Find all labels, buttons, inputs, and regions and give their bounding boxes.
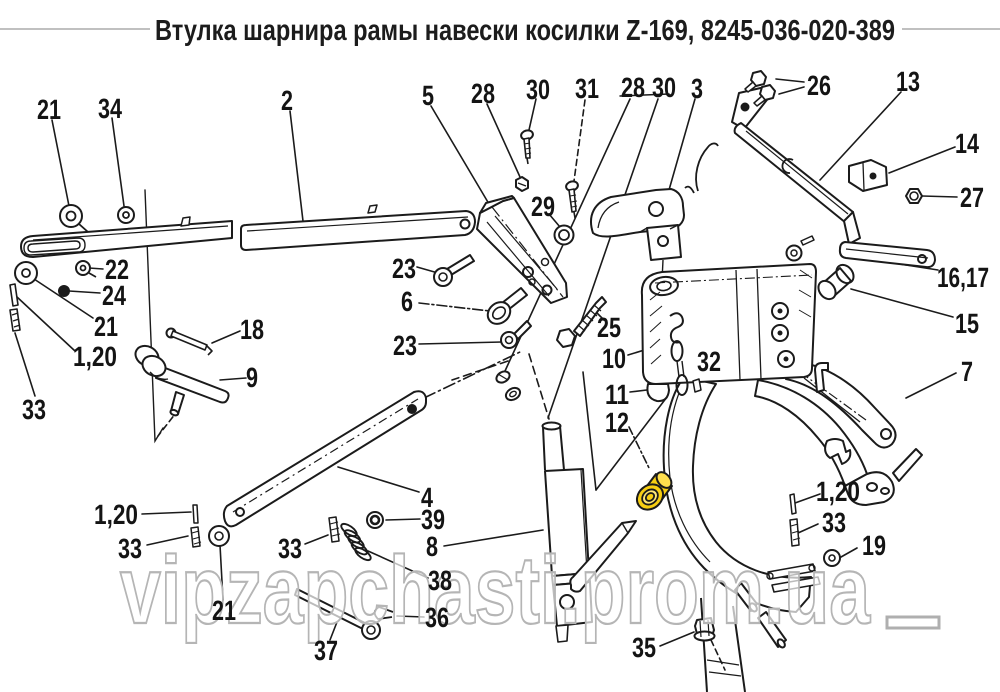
svg-text:38: 38: [428, 565, 452, 596]
svg-text:39: 39: [421, 504, 445, 535]
svg-text:10: 10: [602, 343, 626, 374]
svg-text:4: 4: [421, 482, 433, 513]
svg-text:21: 21: [212, 595, 236, 626]
svg-text:37: 37: [314, 635, 338, 666]
svg-text:24: 24: [102, 280, 126, 311]
svg-text:30: 30: [526, 74, 550, 105]
svg-text:1,20: 1,20: [816, 476, 860, 507]
svg-text:Втулка шарнира рамы навески ко: Втулка шарнира рамы навески косилки Z-16…: [155, 15, 895, 47]
svg-text:25: 25: [597, 312, 621, 343]
svg-text:23: 23: [392, 253, 416, 284]
svg-text:30: 30: [652, 72, 676, 103]
svg-text:27: 27: [960, 182, 984, 213]
svg-text:11: 11: [605, 379, 629, 410]
svg-text:3: 3: [691, 73, 703, 104]
svg-text:28: 28: [471, 78, 495, 109]
svg-text:vipzapchasti.prom.ua: vipzapchasti.prom.ua: [120, 537, 870, 644]
svg-text:34: 34: [98, 93, 122, 124]
svg-text:26: 26: [807, 70, 831, 101]
svg-text:5: 5: [422, 80, 434, 111]
svg-text:31: 31: [575, 73, 599, 104]
svg-text:18: 18: [240, 314, 264, 345]
svg-text:33: 33: [278, 533, 302, 564]
svg-text:1,20: 1,20: [94, 499, 138, 530]
svg-text:12: 12: [605, 407, 629, 438]
svg-text:16,17: 16,17: [937, 262, 989, 293]
svg-text:21: 21: [94, 311, 118, 342]
svg-text:15: 15: [955, 308, 979, 339]
svg-text:13: 13: [896, 66, 920, 97]
svg-text:6: 6: [401, 286, 413, 317]
svg-text:1,20: 1,20: [73, 341, 117, 372]
svg-text:21: 21: [37, 94, 61, 125]
svg-text:2: 2: [281, 85, 293, 116]
svg-text:29: 29: [531, 191, 555, 222]
svg-text:33: 33: [118, 533, 142, 564]
svg-text:23: 23: [393, 330, 417, 361]
svg-text:14: 14: [955, 128, 979, 159]
svg-text:35: 35: [632, 632, 656, 663]
svg-text:33: 33: [822, 507, 846, 538]
svg-text:8: 8: [426, 531, 438, 562]
svg-text:9: 9: [246, 362, 258, 393]
svg-text:7: 7: [961, 356, 973, 387]
svg-text:22: 22: [105, 254, 129, 285]
svg-text:33: 33: [22, 394, 46, 425]
svg-text:36: 36: [425, 602, 449, 633]
svg-text:32: 32: [697, 346, 721, 377]
svg-text:28: 28: [621, 72, 645, 103]
svg-text:19: 19: [862, 530, 886, 561]
